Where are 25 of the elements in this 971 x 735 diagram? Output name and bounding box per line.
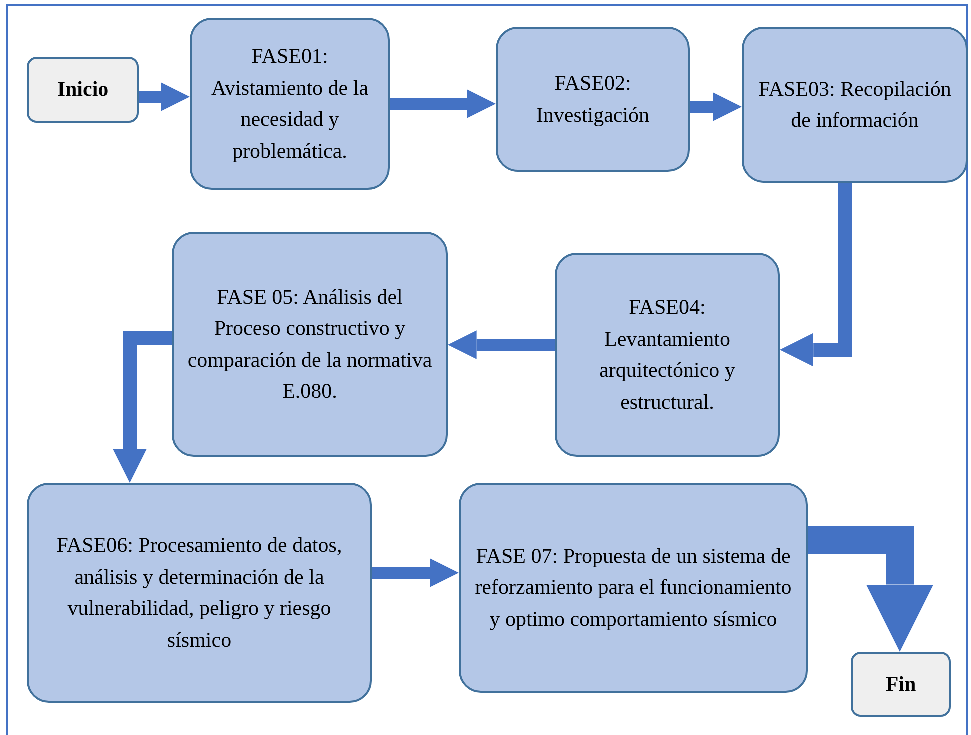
node-text: FASE 07: Propuesta de un sistema de reforzamiento para el funcionamiento y optimo comportamiento sísmico	[474, 542, 793, 633]
process-box	[459, 483, 808, 693]
block-arrow	[372, 558, 459, 588]
block-arrow	[390, 90, 496, 118]
node-text: FASE02: Investigación	[535, 70, 651, 128]
process-box	[172, 232, 448, 457]
node-text: FASE03: Recopilación de información	[758, 76, 952, 134]
process-box	[27, 483, 372, 703]
node-text: FASE04: Levantamiento arquitectónico y estructural.	[598, 294, 736, 416]
process-box	[555, 253, 780, 457]
block-arrow	[448, 330, 555, 360]
process-box	[190, 18, 390, 190]
block-arrow	[780, 183, 852, 367]
terminal-box	[851, 652, 951, 717]
terminal-box	[27, 57, 139, 123]
block-arrow	[690, 92, 742, 122]
node-text: FASE 05: Análisis del Proceso constructivo y comparación de la normativa E.080.	[186, 284, 434, 405]
node-text: FASE01: Avistamiento de la necesidad y problemática.	[210, 43, 370, 164]
node-text: Inicio	[57, 76, 109, 104]
node-text: FASE06: Procesamiento de datos, análisis y determinación de la vulnerabilidad, peligro y riesgo sísmico	[56, 532, 344, 654]
block-arrow	[113, 331, 172, 483]
node-text: Fin	[886, 670, 916, 698]
block-arrow	[139, 82, 190, 112]
process-box	[742, 27, 968, 183]
process-box	[496, 27, 690, 172]
